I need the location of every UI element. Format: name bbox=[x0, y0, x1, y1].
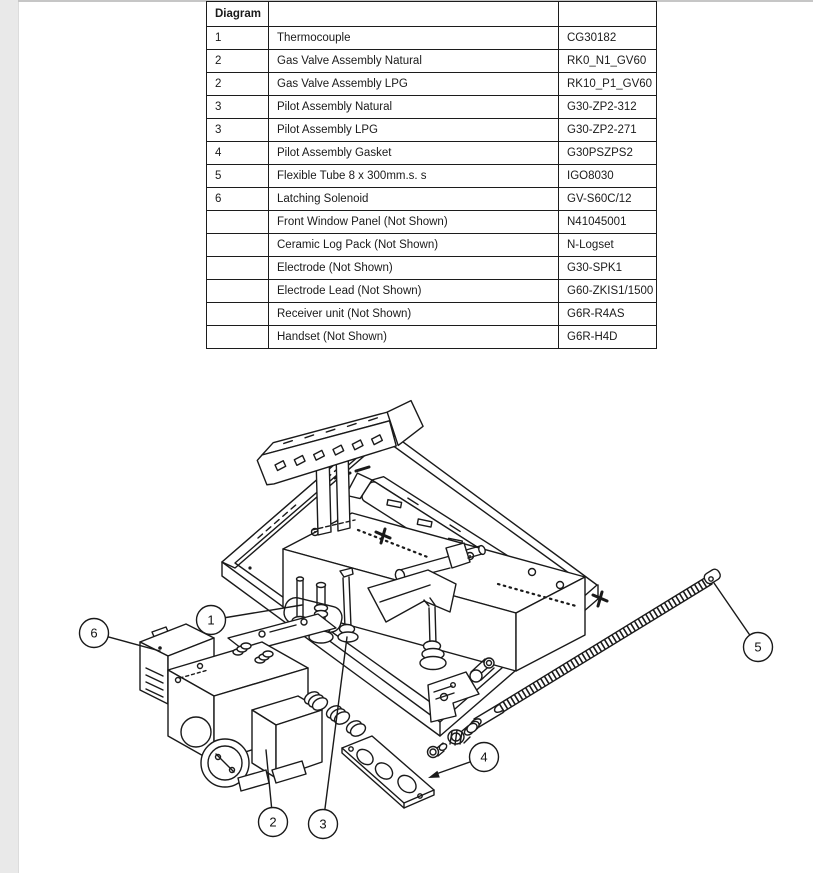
cell-description: Thermocouple bbox=[268, 26, 559, 50]
cell-description: Pilot Assembly Natural bbox=[268, 95, 559, 119]
callouts: 1 2 3 4 5 6 bbox=[78, 582, 774, 840]
cell-diagram-no: 3 bbox=[206, 118, 269, 142]
cell-diagram-no bbox=[206, 279, 269, 303]
pilot-injector bbox=[337, 567, 359, 643]
callout-4: 4 bbox=[428, 741, 500, 778]
cell-diagram-no: 5 bbox=[206, 164, 269, 188]
cell-part-number: N41045001 bbox=[558, 210, 657, 234]
table-row: Receiver unit (Not Shown)G6R-R4AS bbox=[206, 302, 657, 326]
callout-4-label: 4 bbox=[480, 750, 487, 765]
cell-part-number: G6R-H4D bbox=[558, 325, 657, 349]
callout-2: 2 bbox=[257, 749, 289, 838]
cell-part-number: G30-ZP2-271 bbox=[558, 118, 657, 142]
cell-description: Electrode Lead (Not Shown) bbox=[268, 279, 559, 303]
cell-diagram-no bbox=[206, 325, 269, 349]
cell-description: Pilot Assembly Gasket bbox=[268, 141, 559, 165]
top-rail-legs bbox=[311, 448, 356, 536]
cell-diagram-no bbox=[206, 256, 269, 280]
plate-edge-fitting bbox=[469, 657, 495, 683]
control-knobs bbox=[180, 716, 250, 788]
callout-5: 5 bbox=[713, 582, 774, 663]
cell-description: Front Window Panel (Not Shown) bbox=[268, 210, 559, 234]
cell-description: Flexible Tube 8 x 300mm.s. s bbox=[268, 164, 559, 188]
table-row: Handset (Not Shown)G6R-H4D bbox=[206, 325, 657, 349]
col-header-description bbox=[268, 1, 559, 27]
cell-part-number: IGO8030 bbox=[558, 164, 657, 188]
cell-description: Latching Solenoid bbox=[268, 187, 559, 211]
valve-feet bbox=[237, 760, 307, 792]
cell-description: Handset (Not Shown) bbox=[268, 325, 559, 349]
table-row: Front Window Panel (Not Shown)N41045001 bbox=[206, 210, 657, 234]
callout-1: 1 bbox=[195, 604, 303, 636]
injector-cluster bbox=[283, 567, 457, 671]
cell-part-number: G30-SPK1 bbox=[558, 256, 657, 280]
cell-part-number: GV-S60C/12 bbox=[558, 187, 657, 211]
gas-tap-top-mark bbox=[374, 527, 392, 545]
cell-description: Gas Valve Assembly Natural bbox=[268, 49, 559, 73]
cell-part-number: G30-ZP2-312 bbox=[558, 95, 657, 119]
table-row: Ceramic Log Pack (Not Shown)N-Logset bbox=[206, 233, 657, 257]
cell-diagram-no: 4 bbox=[206, 141, 269, 165]
cell-diagram-no bbox=[206, 233, 269, 257]
pipe-fitting-top-mark bbox=[591, 590, 609, 608]
cell-diagram-no bbox=[206, 302, 269, 326]
cell-part-number: RK10_P1_GV60 bbox=[558, 72, 657, 96]
cell-description: Electrode (Not Shown) bbox=[268, 256, 559, 280]
cell-part-number: RK0_N1_GV60 bbox=[558, 49, 657, 73]
table-row: Electrode Lead (Not Shown)G60-ZKIS1/1500 bbox=[206, 279, 657, 303]
venturi-tube bbox=[394, 542, 486, 583]
page-left-margin-strip bbox=[0, 0, 19, 873]
pilot-bracket bbox=[367, 569, 457, 623]
cell-part-number: G60-ZKIS1/1500 bbox=[558, 279, 657, 303]
cell-description: Gas Valve Assembly LPG bbox=[268, 72, 559, 96]
outlet-stubs bbox=[303, 691, 367, 737]
cell-part-number: G6R-R4AS bbox=[558, 302, 657, 326]
parts-table-header-row: Diagram bbox=[206, 1, 657, 27]
callout-5-label: 5 bbox=[754, 640, 761, 655]
callout-6-label: 6 bbox=[90, 626, 97, 641]
col-header-diagram: Diagram bbox=[206, 1, 269, 27]
cell-diagram-no: 3 bbox=[206, 95, 269, 119]
callout-3: 3 bbox=[307, 636, 348, 840]
cell-part-number: N-Logset bbox=[558, 233, 657, 257]
callout-1-label: 1 bbox=[207, 613, 214, 628]
cell-part-number: G30PSZPS2 bbox=[558, 141, 657, 165]
callout-6: 6 bbox=[78, 617, 161, 652]
exploded-diagram-figure: 1 2 3 4 5 6 bbox=[0, 380, 813, 873]
cell-part-number: CG30182 bbox=[558, 26, 657, 50]
tube-fittings bbox=[426, 720, 480, 759]
flexible-tube bbox=[470, 568, 721, 728]
olive-fitting bbox=[426, 742, 448, 759]
cell-diagram-no: 2 bbox=[206, 49, 269, 73]
plate-corner-bracket bbox=[427, 671, 480, 723]
cell-diagram-no: 2 bbox=[206, 72, 269, 96]
callout-2-label: 2 bbox=[269, 815, 276, 830]
exploded-parts-drawing: 1 2 3 4 5 6 bbox=[78, 399, 774, 840]
top-burner-rail bbox=[256, 399, 424, 486]
cell-diagram-no bbox=[206, 210, 269, 234]
valve-right-block bbox=[251, 695, 323, 779]
right-injector bbox=[419, 597, 447, 671]
col-header-part-number bbox=[558, 1, 657, 27]
gas-valve-assembly bbox=[139, 613, 367, 792]
cell-diagram-no: 6 bbox=[206, 187, 269, 211]
pilot-gasket bbox=[341, 735, 435, 809]
cell-description: Pilot Assembly LPG bbox=[268, 118, 559, 142]
cell-description: Ceramic Log Pack (Not Shown) bbox=[268, 233, 559, 257]
washer-ring bbox=[466, 720, 480, 734]
cell-description: Receiver unit (Not Shown) bbox=[268, 302, 559, 326]
table-row: Electrode (Not Shown)G30-SPK1 bbox=[206, 256, 657, 280]
callout-3-label: 3 bbox=[319, 817, 326, 832]
cell-diagram-no: 1 bbox=[206, 26, 269, 50]
